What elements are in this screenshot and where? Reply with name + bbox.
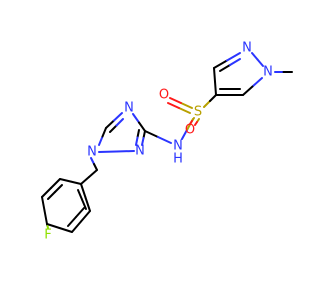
bond-c-nh-segment-2 (157, 136, 172, 144)
bond-benzene-3-segment-2 (46, 223, 61, 229)
bond-pyrazole-3-segment-1 (251, 52, 259, 61)
bond-c-nh-segment-1 (144, 130, 159, 138)
bond-benzene-5-segment-2 (50, 178, 61, 189)
bond-triazole-5-segment-2 (98, 150, 118, 153)
atom-o_upper: O (159, 88, 169, 103)
atom-n_amide: N (173, 139, 183, 154)
bond-benzene-inner-2-segment-2 (54, 184, 63, 193)
bond-n1-ch2-segment-1 (90, 157, 95, 165)
bond-triazole-2-segment-2 (113, 112, 123, 122)
bond-pyrazole-2b-segment-2 (229, 58, 241, 66)
bonds (41, 52, 293, 233)
atom-h_amide: H (173, 152, 183, 167)
bond-triazole-4b-segment-2 (135, 136, 139, 146)
bond-pyrazole-2-segment-1 (213, 59, 228, 69)
bond-benzene-inner-3-segment-1 (77, 189, 83, 201)
bond-s-pyrazole-segment-2 (209, 94, 217, 102)
bond-benzene-1-segment-1 (80, 183, 87, 199)
bond-benzene-6-segment-1 (59, 178, 72, 183)
bond-triazole-3-segment-2 (138, 121, 146, 132)
bond-benzene-3-segment-1 (58, 227, 73, 233)
bond-s-o-upper-2-segment-2 (167, 102, 180, 109)
bond-benzene-inner-1-segment-2 (67, 216, 77, 227)
bond-triazole-4-segment-2 (141, 137, 145, 146)
bond-s-o-lower-2-segment-2 (194, 121, 198, 126)
atom-n_pyrazole_1: N (242, 41, 252, 56)
atom-n_pyrazole_2: N (263, 65, 273, 80)
bond-triazole-4-segment-1 (142, 130, 146, 139)
bond-benzene-6-segment-2 (69, 180, 82, 185)
bond-triazole-2-segment-1 (105, 119, 115, 129)
bond-pyrazole-1-segment-1 (214, 80, 217, 96)
atom-fluorine: F (44, 228, 51, 243)
bond-pyrazole-4-segment-1 (251, 77, 263, 88)
bond-benzene-inner-1-segment-1 (75, 207, 85, 218)
bond-ch2-benzene-segment-2 (80, 176, 90, 185)
bond-benzene-2-segment-2 (71, 220, 82, 233)
atom-o_lower: O (185, 123, 195, 138)
bond-c-f-segment-2 (46, 225, 49, 229)
bond-s-o-upper-2-segment-1 (178, 107, 191, 114)
bond-triazole-1-segment-2 (101, 127, 107, 138)
bond-nh-s-segment-1 (181, 128, 189, 140)
bond-ch2-benzene-segment-1 (88, 169, 98, 178)
bond-triazole-3-segment-1 (132, 113, 140, 124)
bond-benzene-2-segment-1 (80, 210, 91, 223)
bond-benzene-inner-2-segment-1 (47, 191, 56, 200)
bond-triazole-2b-segment-1 (109, 124, 118, 133)
bond-benzene-4-segment-1 (43, 209, 48, 225)
bond-pyrazole-2b-segment-1 (219, 64, 231, 72)
bond-benzene-4-segment-2 (41, 196, 46, 212)
bond-benzene-5-segment-1 (41, 187, 52, 198)
atom-labels: N N N N H S O O N N F (44, 41, 273, 243)
molecule-structure-diagram: N N N N H S O O N N F (41, 41, 293, 243)
bond-s-o-upper-1-segment-1 (180, 102, 193, 109)
bond-pyrazole-3-segment-2 (256, 58, 264, 67)
bond-triazole-4b-segment-1 (136, 129, 140, 139)
atom-n_triazole_1: N (87, 145, 97, 160)
bond-triazole-2b-segment-2 (115, 118, 124, 127)
atom-n_triazole_2: N (135, 144, 145, 159)
atom-sulfur: S (194, 105, 202, 120)
bond-pyrazole-4-segment-2 (242, 85, 254, 96)
bond-pyrazole-2-segment-2 (226, 52, 241, 62)
bond-pyrazole-1-segment-2 (213, 67, 216, 83)
bond-benzene-1-segment-2 (84, 196, 91, 212)
bond-s-pyrazole-segment-1 (203, 100, 211, 108)
bond-s-o-upper-1-segment-2 (169, 97, 182, 104)
atom-n_triazole_3: N (124, 101, 134, 116)
bond-s-o-lower-1-segment-2 (189, 120, 193, 125)
bond-triazole-1-segment-1 (98, 135, 104, 146)
bond-triazole-5-segment-1 (115, 150, 135, 153)
bond-benzene-inner-3-segment-2 (81, 198, 87, 210)
bond-n1-ch2-segment-2 (93, 163, 98, 171)
